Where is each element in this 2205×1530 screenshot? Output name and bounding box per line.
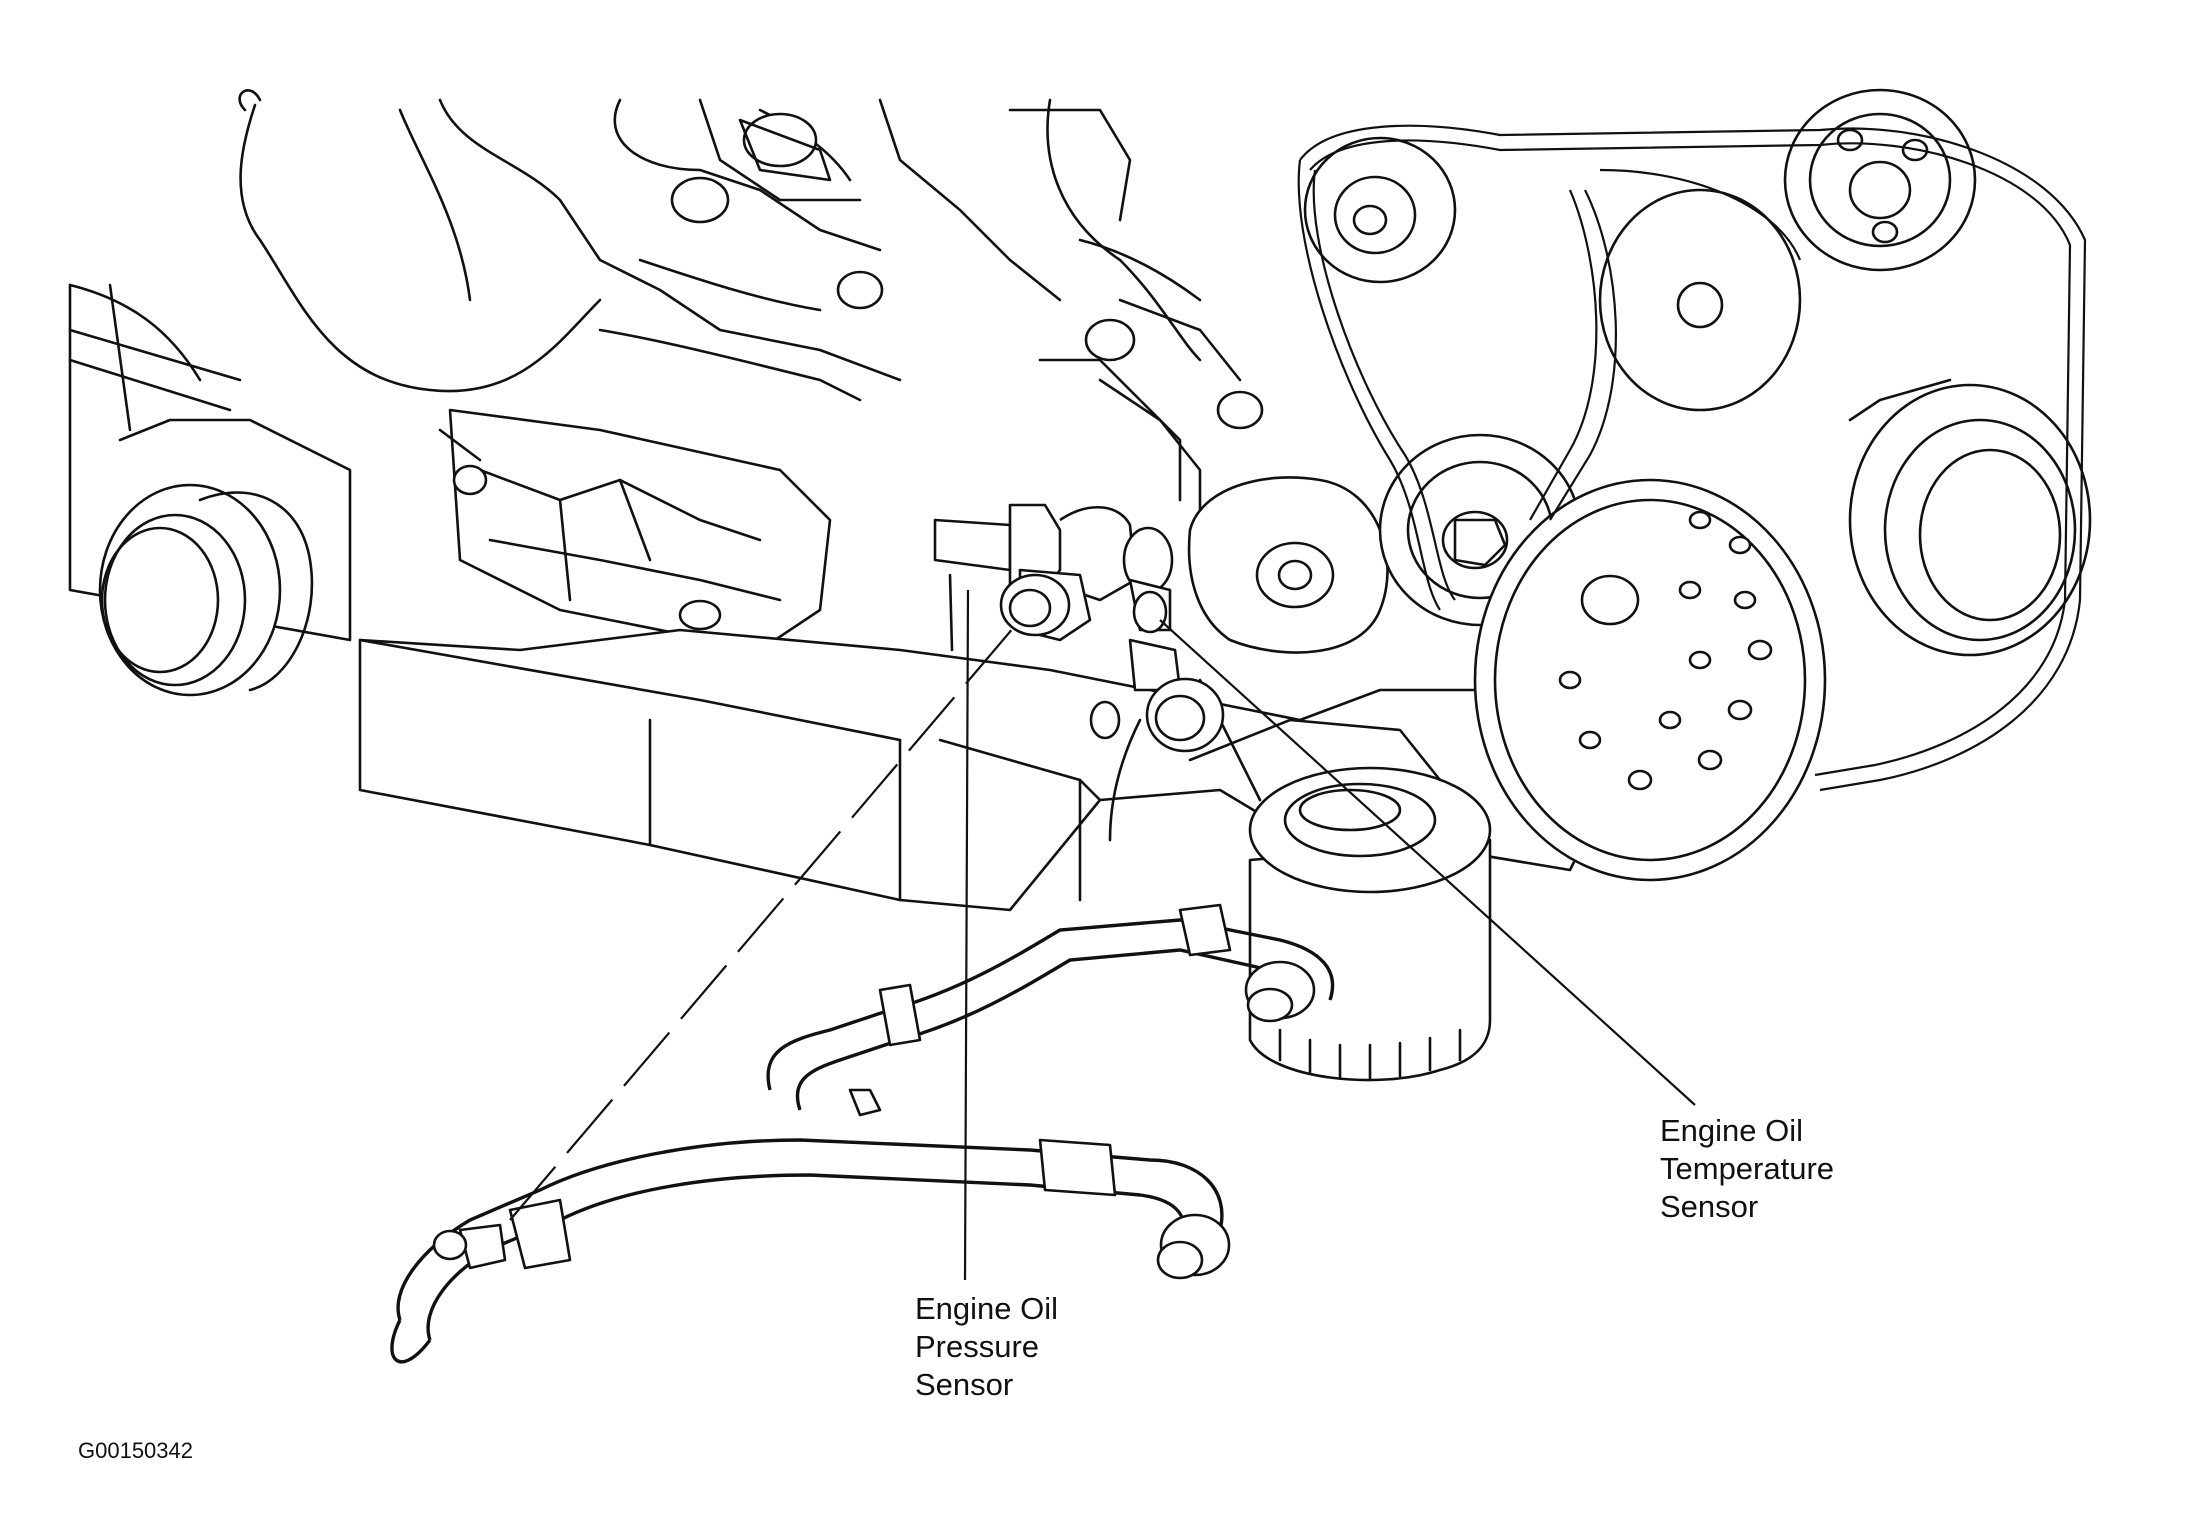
crank-pulley-holes xyxy=(1558,510,1773,791)
oil-temperature-sensor-part xyxy=(1089,578,1225,842)
figure-code: G00150342 xyxy=(78,1438,193,1463)
pressure-sensor-leader xyxy=(963,589,970,1281)
temperature-sensor-leader xyxy=(1159,619,1696,1106)
oil-pressure-sensor-part xyxy=(948,568,1092,652)
belt-drive xyxy=(1187,88,2092,882)
engine-block xyxy=(438,98,1264,542)
oil-filter xyxy=(1188,678,1492,1082)
oil-temperature-sensor-label: Engine Oil Temperature Sensor xyxy=(1660,1113,1835,1224)
pressure-dashed-leader xyxy=(509,619,1021,1221)
sensor-adapter xyxy=(933,503,1174,602)
cooler-lines xyxy=(390,903,1335,1364)
leader-lines xyxy=(509,589,1696,1281)
oil-pressure-sensor-label: Engine Oil Pressure Sensor xyxy=(915,1291,1059,1402)
transmission-housing xyxy=(68,89,602,697)
